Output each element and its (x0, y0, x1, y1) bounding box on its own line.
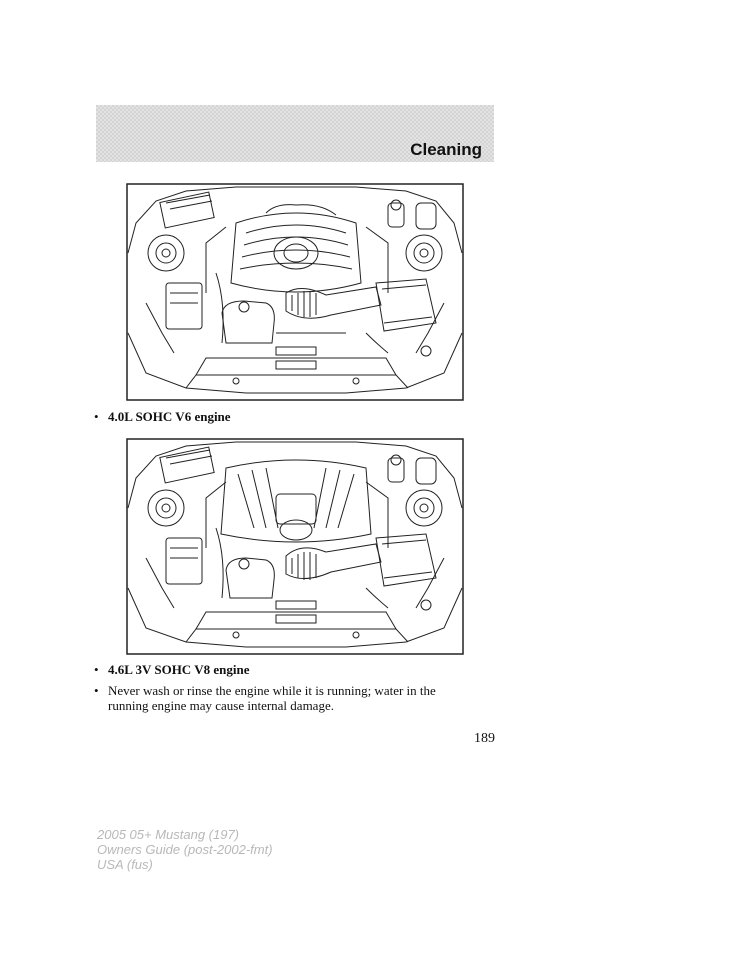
section-title: Cleaning (410, 140, 482, 159)
v8-engine-bay-illustration (126, 438, 464, 655)
bullet-icon: • (94, 409, 99, 424)
footer-line-3: USA (fus) (97, 857, 153, 872)
document-footer: 2005 05+ Mustang (197) Owners Guide (pos… (97, 827, 273, 872)
figure-1-caption: 4.0L SOHC V6 engine (108, 409, 231, 424)
bullet-icon: • (94, 662, 99, 677)
page-number: 189 (474, 731, 495, 746)
section-header-band: Cleaning (96, 105, 494, 162)
warning-text-line-1: Never wash or rinse the engine while it … (108, 683, 436, 698)
footer-line-2: Owners Guide (post-2002-fmt) (97, 842, 273, 857)
warning-text-line-2: running engine may cause internal damage… (108, 698, 334, 713)
bullet-icon: • (94, 683, 99, 698)
v6-engine-bay-illustration (126, 183, 464, 401)
footer-line-1: 2005 05+ Mustang (197) (97, 827, 240, 842)
figure-2-caption: 4.6L 3V SOHC V8 engine (108, 662, 250, 677)
